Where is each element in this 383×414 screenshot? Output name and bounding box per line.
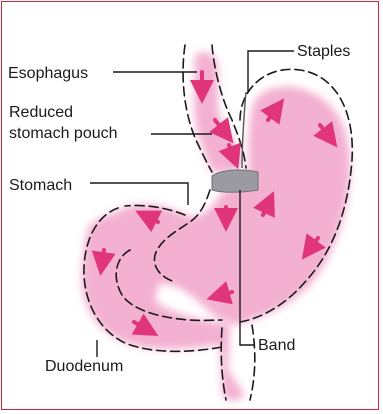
label-staples: Staples — [297, 43, 350, 60]
band-shape — [212, 170, 258, 192]
label-reduced-line1: Reduced — [9, 104, 73, 121]
label-reduced-line2: stomach pouch — [9, 125, 118, 142]
label-stomach: Stomach — [9, 177, 72, 194]
leader-stomach — [90, 183, 188, 205]
label-esophagus: Esophagus — [8, 65, 88, 82]
label-duodenum: Duodenum — [45, 358, 123, 375]
label-band: Band — [258, 337, 295, 354]
arrow-duodenum-top — [102, 250, 104, 264]
leader-staples — [248, 51, 294, 92]
